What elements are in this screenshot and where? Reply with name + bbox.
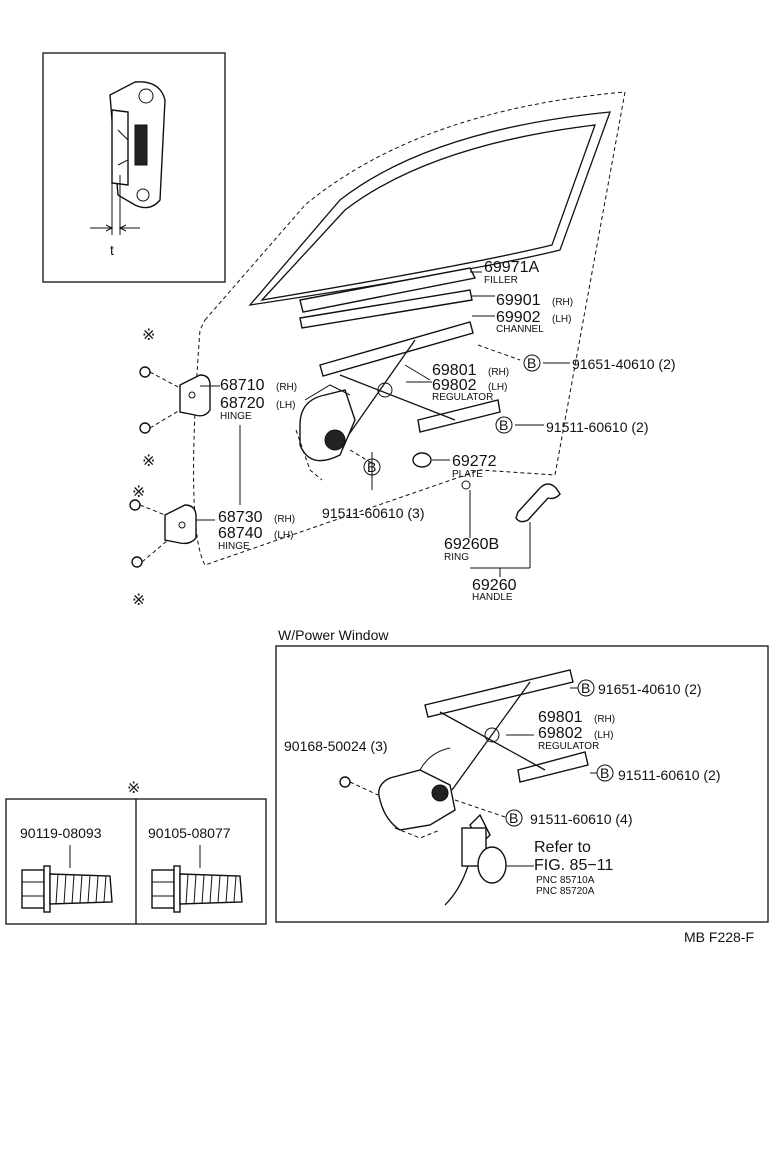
plate-number: 69272 — [452, 453, 497, 470]
channel-name: CHANNEL — [496, 324, 544, 335]
hinge-upper-rh-number: 68710 — [220, 377, 265, 394]
pw-circle-b-1: B — [581, 680, 590, 696]
pw-pnc-2: PNC 85720A — [536, 886, 595, 897]
hinge-upper-lh-number: 68720 — [220, 395, 265, 412]
circle-b-1: B — [527, 355, 536, 371]
manual-regulator — [295, 321, 501, 481]
filler-number: 69971A — [484, 259, 539, 276]
hinge-lower-rh-tag: (RH) — [274, 514, 295, 525]
plate-ring-handle — [412, 452, 561, 577]
pw-circle-b-3: B — [509, 810, 518, 826]
ring-number: 69260B — [444, 536, 499, 553]
filler-channel-parts — [299, 267, 495, 329]
hinge-upper-lh-tag: (LH) — [276, 400, 295, 411]
circle-b-markers: B B B — [363, 354, 541, 476]
power-window-section: W/Power Window B B B 91651-40610 (2) 698… — [275, 627, 769, 923]
bolt-c-label: 91511-60610 (3) — [322, 505, 424, 521]
pw-regulator-rh-number: 69801 — [538, 709, 583, 726]
pw-bolt-a-label: 91651-40610 (2) — [598, 681, 702, 697]
pw-refer-line2: FIG. 85−11 — [534, 857, 613, 874]
bolt-table: ※ 90119-08093 90105-08077 — [5, 780, 267, 925]
channel-lh-tag: (LH) — [552, 314, 571, 325]
main-labels: 69971A FILLER 69901 (RH) 69902 (LH) CHAN… — [218, 259, 676, 603]
asterisk-mark-4: ※ — [132, 592, 145, 609]
pw-refer-line1: Refer to — [534, 839, 591, 856]
regulator-lh-tag: (LH) — [488, 382, 507, 393]
pw-bolt-c-label: 91511-60610 (4) — [530, 811, 632, 827]
pw-regulator-lh-tag: (LH) — [594, 730, 613, 741]
channel-rh-number: 69901 — [496, 292, 541, 309]
bolt-1-number: 90119-08093 — [20, 825, 102, 841]
bolt-table-header: ※ — [127, 780, 140, 797]
pw-regulator-name: REGULATOR — [538, 741, 599, 752]
figure-code: MB F228-F — [684, 929, 754, 945]
hinge-upper-name: HINGE — [220, 411, 252, 422]
bolt-2-drawing — [151, 845, 243, 913]
regulator-lh-number: 69802 — [432, 377, 477, 394]
pw-regulator-lh-number: 69802 — [538, 725, 583, 742]
channel-lh-number: 69902 — [496, 309, 541, 326]
bolt-2-number: 90105-08077 — [148, 825, 231, 841]
pw-bolt-b-label: 91511-60610 (2) — [618, 767, 720, 783]
hinge-lower-lh-tag: (LH) — [274, 530, 293, 541]
asterisk-mark-2: ※ — [142, 453, 155, 470]
hinge-lower-lh-number: 68740 — [218, 525, 263, 542]
pw-pnc-1: PNC 85710A — [536, 875, 595, 886]
power-window-title: W/Power Window — [278, 627, 389, 643]
circle-b-3: B — [367, 459, 376, 475]
plate-name: PLATE — [452, 469, 483, 480]
bolt-1-drawing — [21, 845, 113, 913]
handle-name: HANDLE — [472, 592, 513, 603]
hinge-detail-inset: t — [42, 52, 226, 283]
ring-name: RING — [444, 552, 469, 563]
inset-dimension-label: t — [110, 242, 114, 258]
bolt-a-label: 91651-40610 (2) — [572, 356, 676, 372]
hinge-lower-name: HINGE — [218, 541, 250, 552]
circle-b-2: B — [499, 417, 508, 433]
hinge-lower-rh-number: 68730 — [218, 509, 263, 526]
handle-number: 69260 — [472, 577, 517, 594]
filler-name: FILLER — [484, 275, 518, 286]
hinge-upper-rh-tag: (RH) — [276, 382, 297, 393]
channel-rh-tag: (RH) — [552, 297, 573, 308]
hinges — [129, 366, 241, 568]
asterisk-mark-1: ※ — [142, 327, 155, 344]
regulator-rh-number: 69801 — [432, 362, 477, 379]
bolt-b-label: 91511-60610 (2) — [546, 419, 648, 435]
regulator-rh-tag: (RH) — [488, 367, 509, 378]
pw-circle-b-2: B — [600, 765, 609, 781]
pw-screw-label: 90168-50024 (3) — [284, 738, 388, 754]
pw-regulator-rh-tag: (RH) — [594, 714, 615, 725]
asterisk-mark-3: ※ — [132, 484, 145, 501]
regulator-name: REGULATOR — [432, 392, 493, 403]
